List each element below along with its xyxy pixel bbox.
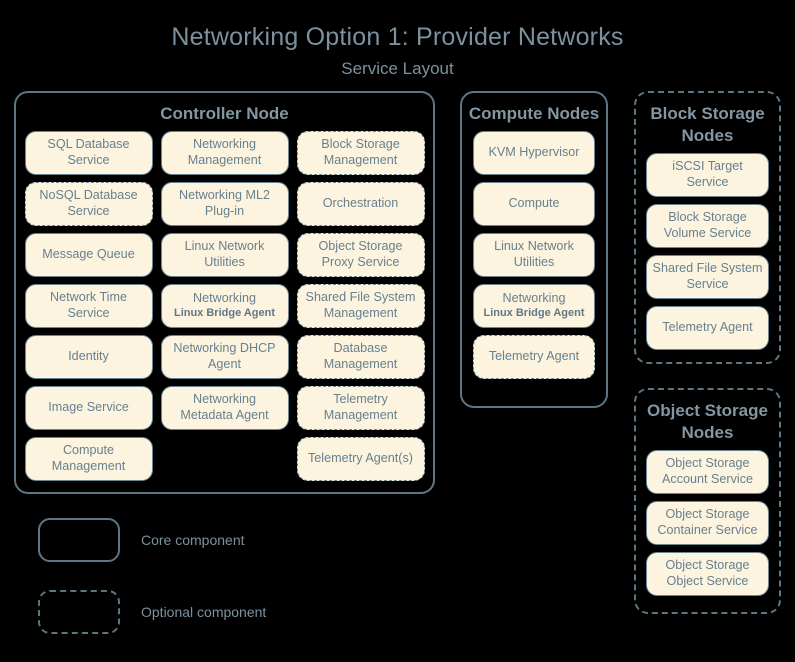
component-telemetry-agent-s[interactable]: Telemetry Agent(s) — [296, 436, 425, 481]
component-label: Networking DHCP Agent — [173, 341, 276, 371]
legend-swatch-core — [38, 518, 120, 562]
component-label: Database Management — [323, 341, 398, 371]
component-label: Linux Network Utilities — [184, 239, 265, 269]
legend-swatch-optional — [38, 590, 120, 634]
group-object-storage-nodes: Object Storage Nodes Object Storage Acco… — [634, 388, 781, 614]
group-title-controller-node: Controller Node — [160, 104, 289, 123]
group-title-compute-nodes: Compute Nodes — [468, 104, 600, 123]
component-message-queue[interactable]: Message Queue — [24, 232, 153, 277]
component-networking-dhcp-agent[interactable]: Networking DHCP Agent — [160, 334, 289, 379]
component-label: Shared File System Management — [305, 290, 416, 320]
component-label: Networking — [193, 291, 256, 306]
legend-row-optional-component: Optional component — [38, 590, 266, 634]
page-subtitle: Service Layout — [341, 59, 454, 78]
component-label: Compute Management — [51, 443, 126, 473]
component-label: Telemetry Agent — [662, 319, 753, 334]
component-label: Identity — [68, 349, 109, 364]
component-identity[interactable]: Identity — [24, 334, 153, 379]
component-label: iSCSI Target Service — [672, 159, 743, 189]
component-object-storage-proxy-service[interactable]: Object Storage Proxy Service — [296, 232, 425, 277]
component-label: Networking Management — [187, 137, 262, 167]
component-block-storage-management[interactable]: Block Storage Management — [296, 130, 425, 175]
component-compute-management[interactable]: Compute Management — [24, 436, 153, 481]
component-label: Networking ML2 Plug-in — [179, 188, 270, 218]
group-title-block-storage-nodes: Block Storage Nodes — [650, 104, 765, 145]
component-label: Block Storage Volume Service — [663, 210, 752, 240]
legend-label-core: Core component — [141, 532, 245, 548]
component-label: Compute — [508, 196, 560, 211]
component-label: Linux Network Utilities — [494, 239, 574, 269]
component-label: Telemetry Management — [323, 392, 398, 422]
component-label: Object Storage Account Service — [662, 456, 753, 486]
component-object-storage-account-service[interactable]: Object Storage Account Service — [646, 449, 769, 494]
component-nosql-database-service[interactable]: NoSQL Database Service — [24, 181, 153, 226]
component-label: Network Time Service — [50, 290, 127, 320]
component-label: SQL Database Service — [47, 137, 130, 167]
component-sql-database-service[interactable]: SQL Database Service — [24, 130, 153, 175]
controller-node-grid: SQL Database Service Networking Managemen… — [24, 130, 425, 481]
component-iscsi-target-service[interactable]: iSCSI Target Service — [646, 152, 769, 197]
component-database-management[interactable]: Database Management — [296, 334, 425, 379]
legend-label-optional: Optional component — [141, 604, 267, 620]
component-label: KVM Hypervisor — [488, 145, 580, 160]
component-orchestration[interactable]: Orchestration — [296, 181, 425, 226]
component-shared-file-system-management[interactable]: Shared File System Management — [296, 283, 425, 328]
component-label: Telemetry Agent — [488, 349, 580, 364]
component-compute[interactable]: Compute — [473, 181, 595, 226]
component-networking-ml2-plug-in[interactable]: Networking ML2 Plug-in — [160, 181, 289, 226]
component-telemetry-agent[interactable]: Telemetry Agent — [646, 305, 769, 350]
component-image-service[interactable]: Image Service — [24, 385, 153, 430]
component-label: Shared File System Service — [652, 261, 763, 291]
legend-row-core-component: Core component — [38, 518, 266, 562]
component-network-time-service[interactable]: Network Time Service — [24, 283, 153, 328]
component-label: Message Queue — [42, 247, 135, 262]
component-label: Telemetry Agent(s) — [308, 451, 413, 466]
component-label: Object Storage Object Service — [665, 558, 750, 588]
component-label: Object Storage Proxy Service — [318, 239, 403, 269]
component-sublabel: Linux Bridge Agent — [173, 306, 276, 319]
component-telemetry-management[interactable]: Telemetry Management — [296, 385, 425, 430]
component-sublabel: Linux Bridge Agent — [483, 306, 585, 319]
component-linux-network-utilities[interactable]: Linux Network Utilities — [473, 232, 595, 277]
component-label: NoSQL Database Service — [39, 188, 138, 218]
component-label: Orchestration — [322, 196, 399, 211]
component-linux-network-utilities[interactable]: Linux Network Utilities — [160, 232, 289, 277]
page-title: Networking Option 1: Provider Networks — [171, 23, 624, 51]
component-label: Networking — [502, 291, 566, 306]
component-label: Networking Metadata Agent — [180, 392, 269, 422]
component-label: Object Storage Container Service — [657, 507, 758, 537]
component-networking-metadata-agent[interactable]: Networking Metadata Agent — [160, 385, 289, 430]
component-kvm-hypervisor[interactable]: KVM Hypervisor — [473, 130, 595, 175]
component-shared-file-system-service[interactable]: Shared File System Service — [646, 254, 769, 299]
group-title-object-storage-nodes: Object Storage Nodes — [647, 401, 768, 442]
component-telemetry-agent[interactable]: Telemetry Agent — [473, 334, 595, 379]
component-label: Image Service — [48, 400, 129, 415]
group-block-storage-nodes: Block Storage Nodes iSCSI Target Service… — [634, 91, 781, 364]
component-label: Block Storage Management — [321, 137, 400, 167]
component-networking-management[interactable]: Networking Management — [160, 130, 289, 175]
component-object-storage-container-service[interactable]: Object Storage Container Service — [646, 500, 769, 545]
component-block-storage-volume-service[interactable]: Block Storage Volume Service — [646, 203, 769, 248]
component-object-storage-object-service[interactable]: Object Storage Object Service — [646, 551, 769, 596]
